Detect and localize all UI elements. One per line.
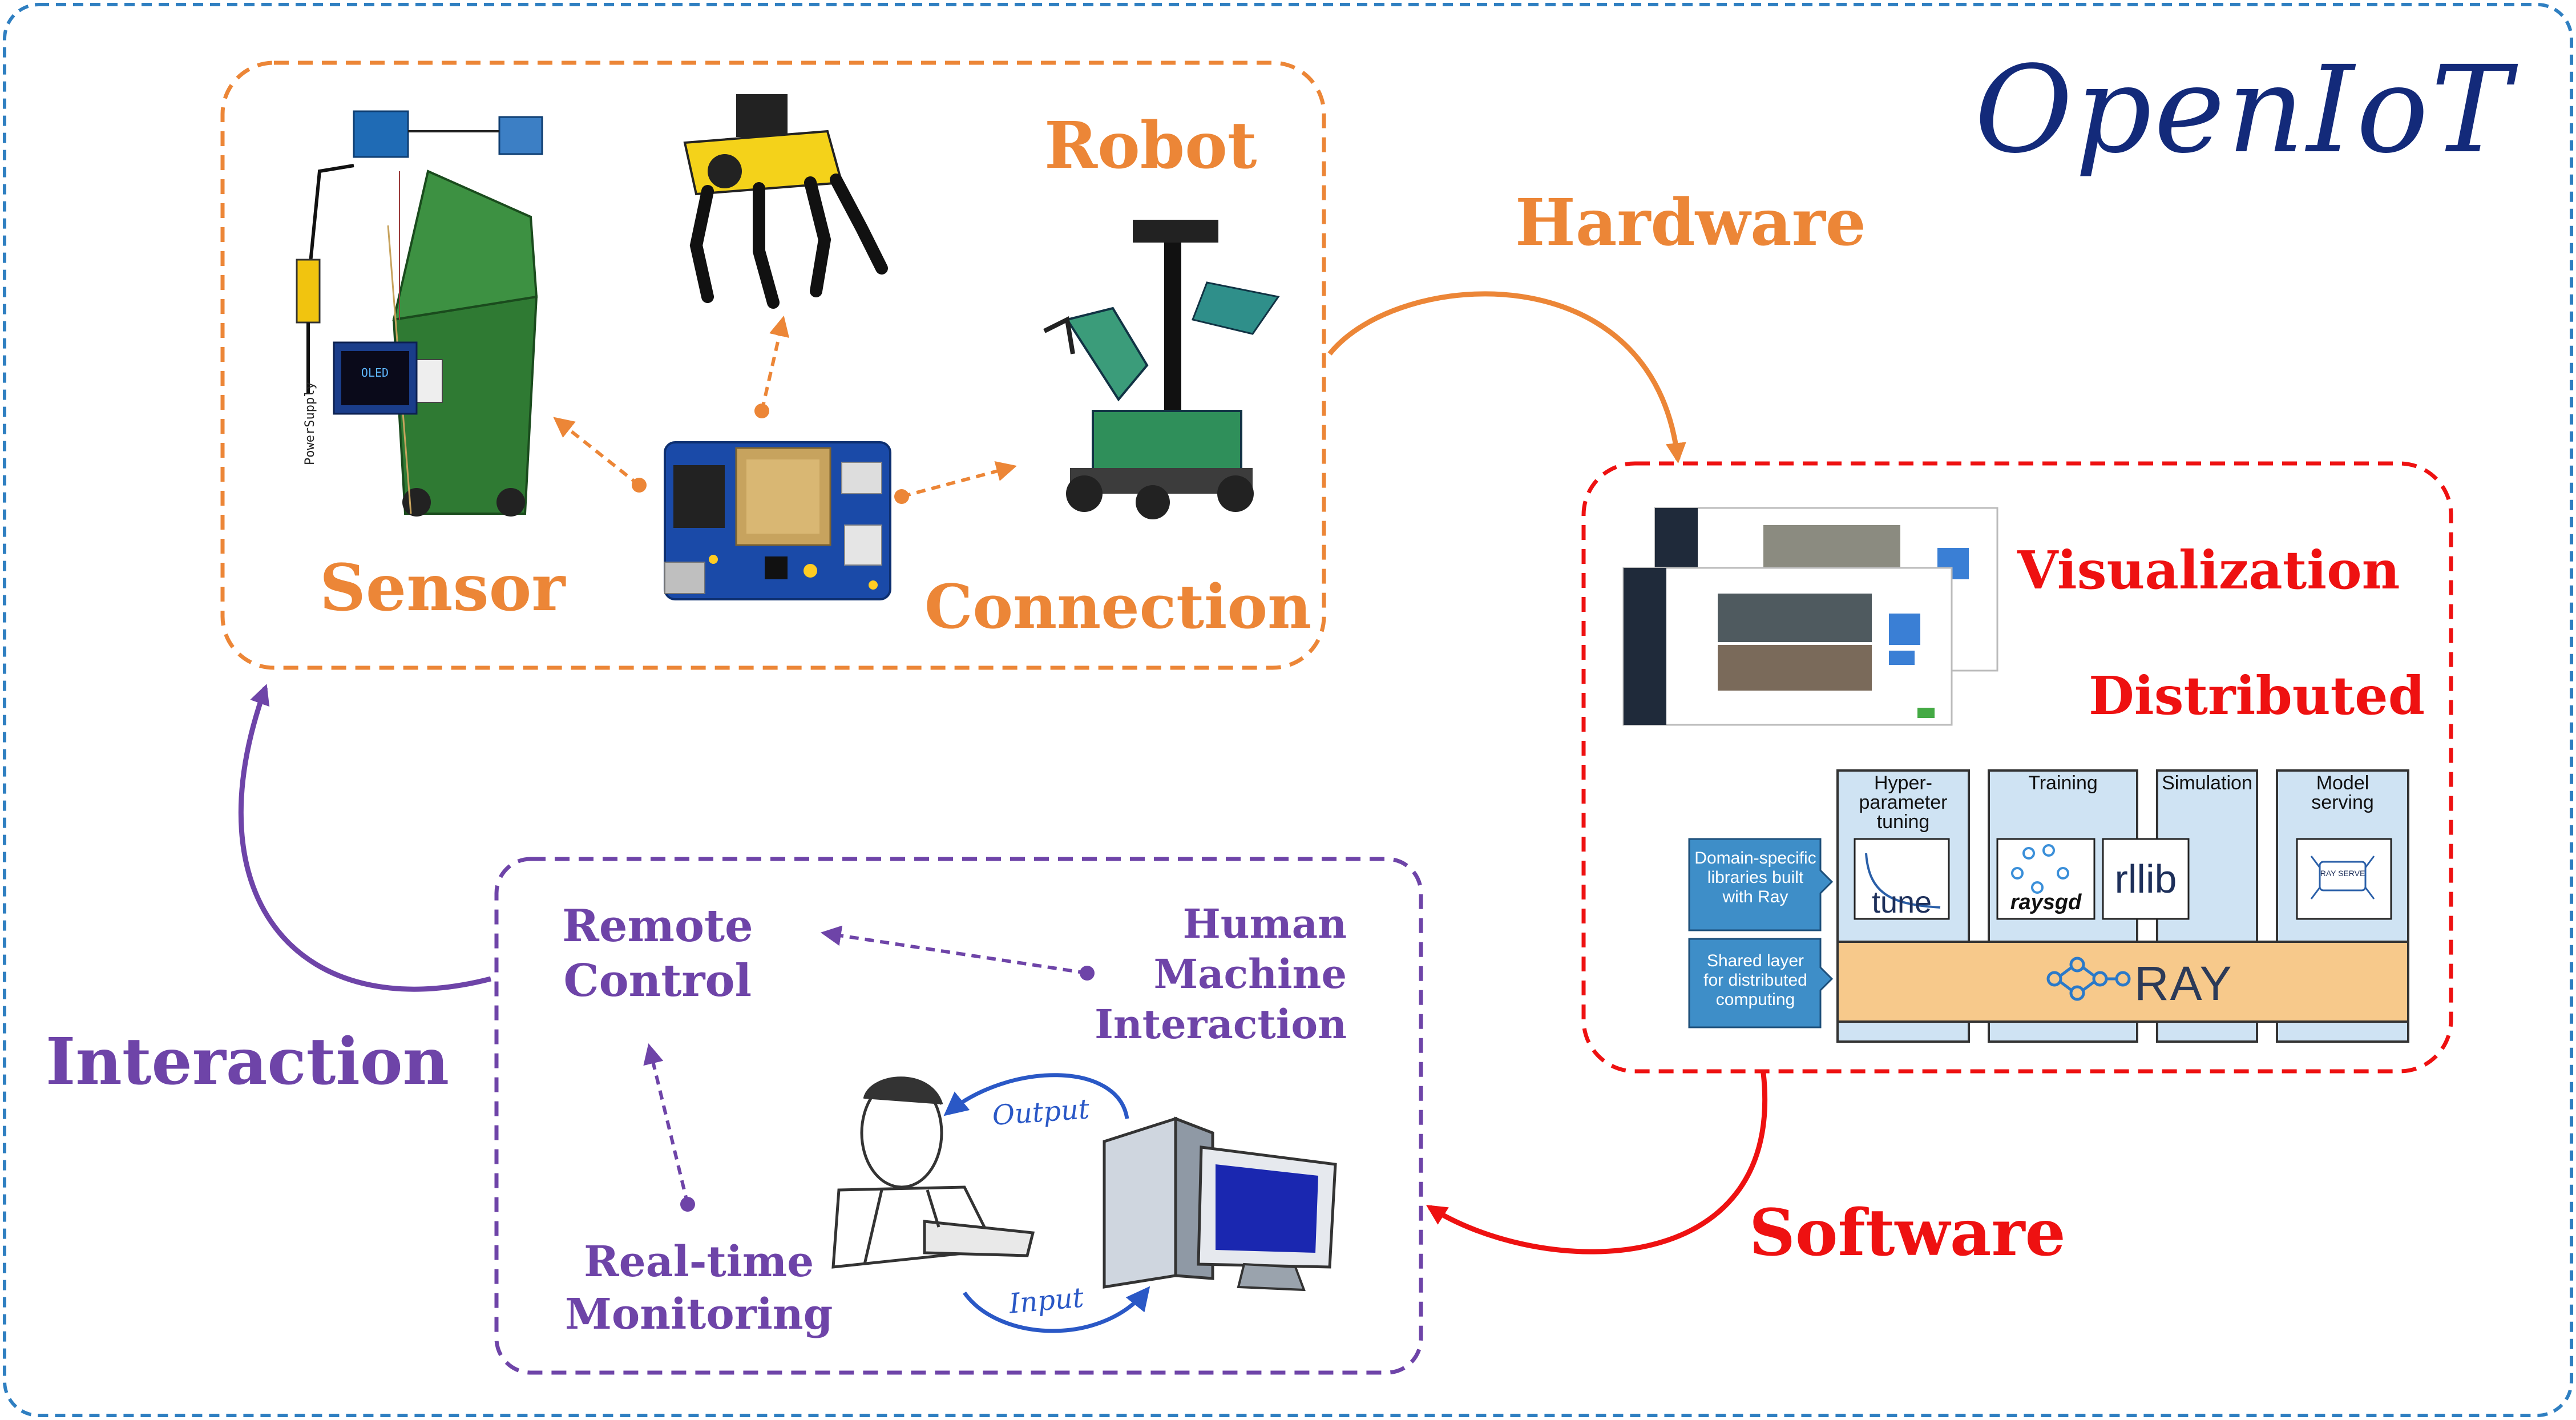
input-arrow <box>963 1286 1150 1333</box>
robot-label: Robot <box>1044 108 1257 183</box>
ray-side-box-shared <box>1688 938 1834 1028</box>
connection-label: Connection <box>924 571 1312 642</box>
computer-illustration <box>1103 1116 1337 1292</box>
ray-side-box-libs <box>1688 838 1834 931</box>
distributed-label: Distributed <box>2089 665 2425 727</box>
input-label: Input <box>1007 1281 1085 1320</box>
hardware-label: Hardware <box>1515 185 1866 260</box>
ray-side-shared-text: Shared layer for distributed computing <box>1703 951 1807 1009</box>
rayserve-logo-text: RAY SERVE <box>2320 869 2365 878</box>
hmi-label: Human Machine Interaction <box>1095 900 1347 1048</box>
person-illustration <box>831 1076 1035 1269</box>
robot-arm-illustration <box>1043 220 1280 519</box>
tune-logo-text: tune <box>1871 885 1932 919</box>
hardware-arc <box>1327 291 1686 464</box>
arrow-board-to-sensor <box>553 417 640 487</box>
software-label: Software <box>1749 1196 2066 1270</box>
arrow-monitoring-to-remote <box>643 1043 689 1205</box>
raysgd-logo-text: raysgd <box>2010 890 2082 914</box>
ray-architecture <box>1688 769 2409 1043</box>
oled-text: OLED <box>361 366 389 380</box>
diagram-title: OpenIoT <box>1975 40 2513 180</box>
monitoring-label: Real-time Monitoring <box>565 1237 833 1339</box>
dashboard-screenshots <box>1622 507 1998 726</box>
esp32-board-illustration <box>664 441 891 600</box>
ray-col-title-training: Training <box>2028 772 2098 794</box>
arrow-hmi-to-remote <box>820 925 1088 975</box>
rllib-logo-text: rllib <box>2114 857 2177 901</box>
sensor-label: Sensor <box>320 551 566 626</box>
interaction-box <box>494 857 1423 1375</box>
visualization-label: Visualization <box>2017 539 2400 601</box>
ray-core-layer <box>1836 941 2409 1023</box>
smart-bin-illustration <box>296 110 543 517</box>
interaction-label: Interaction <box>46 1024 449 1099</box>
interaction-arc <box>238 684 492 992</box>
output-arrow <box>943 1073 1129 1119</box>
output-label: Output <box>991 1093 1091 1132</box>
hardware-box <box>220 60 1326 670</box>
ray-col-title-tune: Hyper- parameter tuning <box>1859 772 1948 833</box>
robot-dog-illustration <box>683 94 888 309</box>
outer-frame <box>3 3 2573 1417</box>
ray-col-title-simulation: Simulation <box>2162 772 2252 794</box>
ray-side-libs-text: Domain-specific libraries built with Ray <box>1694 849 1816 906</box>
software-arc <box>1426 1072 1767 1254</box>
remote-control-label: Remote Control <box>562 900 753 1007</box>
ray-core-label: RAY <box>2134 957 2233 1010</box>
arrow-board-to-connection <box>901 461 1017 498</box>
arrow-board-to-robot <box>760 315 790 412</box>
ray-col-title-serving: Model serving <box>2311 772 2374 813</box>
power-supply-label: PowerSupply <box>303 382 317 465</box>
software-box <box>1581 461 2453 1074</box>
